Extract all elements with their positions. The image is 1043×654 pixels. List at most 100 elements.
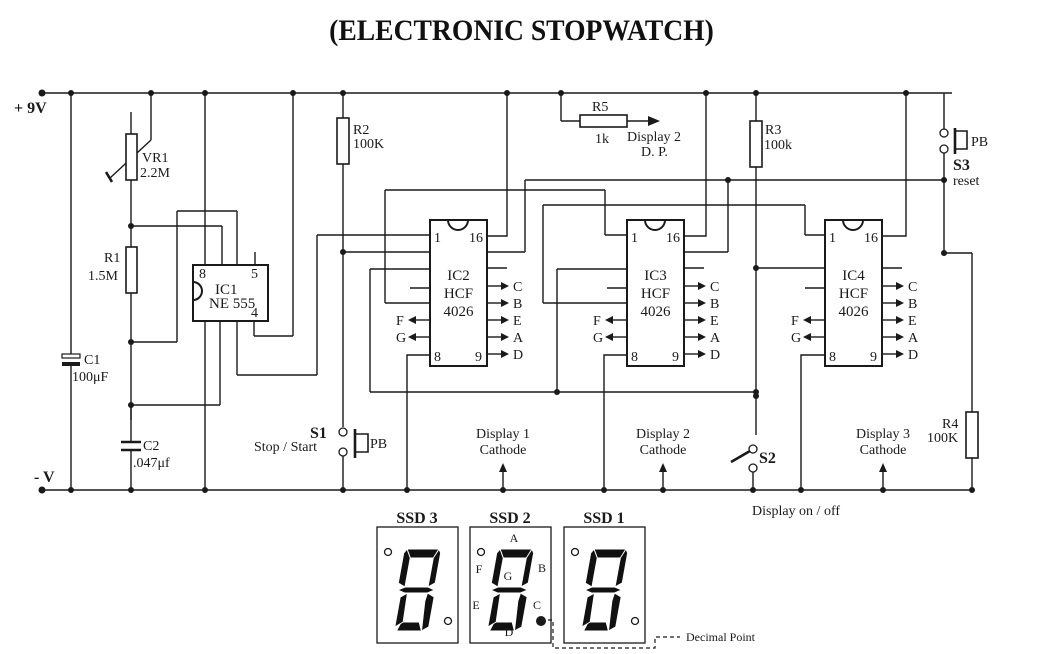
vr1-ref: VR1 [142,151,168,166]
s1-type: PB [370,437,387,452]
s2-ref: S2 [759,450,776,467]
c2-ref: C2 [143,439,159,454]
segment [582,621,610,632]
segment [583,586,623,594]
output-label-g: G [791,331,801,346]
output-arrow [698,350,706,358]
ic1-part: NE 555 [209,296,255,312]
display-cathode-label: Display 1 [476,427,530,442]
output-label-c: C [908,280,917,295]
switch-s2[interactable] [730,444,758,493]
output-arrow [408,333,416,341]
s1-ref: S1 [310,425,327,442]
negative-rail-label: - V [34,469,55,486]
segment [427,547,442,588]
segment [420,592,435,632]
r5-ref: R5 [592,100,608,115]
output-label-g: G [593,331,603,346]
pin-number: 8 [829,350,836,365]
ic1-ne555 [131,90,430,493]
decimal-point-label: Decimal Point [686,630,756,644]
c1-ref: C1 [84,353,100,368]
pin-number: 8 [434,350,441,365]
display-name: SSD 3 [396,510,437,527]
s3-ref: S3 [953,157,970,174]
output-arrow [501,350,509,358]
segment [489,586,529,594]
r3-ref: R3 [765,123,781,138]
output-arrow [501,333,509,341]
display-cathode-label: Cathode [480,443,527,458]
segment-label-g: G [504,569,513,583]
output-arrow [803,333,811,341]
r4-ref: R4 [942,417,958,432]
resistor-r2 [336,90,430,427]
display-name: SSD 1 [583,510,624,527]
output-label-d: D [710,348,720,363]
ic-part: 4026 [839,304,870,320]
capacitor-c1 [61,90,81,493]
ic-part: 4026 [444,304,475,320]
r2-ref: R2 [353,123,369,138]
s2-label: Display on / off [752,504,840,519]
ic1-pin-8: 8 [199,267,206,282]
output-label-b: B [513,297,522,312]
r3-value: 100k [764,138,792,153]
output-arrow [501,316,509,324]
ic-family: HCF [839,286,868,302]
segment-label-f: F [476,562,483,576]
output-arrow [698,316,706,324]
segment [490,548,504,588]
positive-rail-label: + 9V [14,100,47,117]
segment [395,621,423,632]
display-cathode-label: Display 2 [636,427,690,442]
switch-s1[interactable] [338,427,369,493]
r5-target-line2: D. P. [641,145,668,160]
segment [614,547,629,588]
pin-number: 9 [475,350,482,365]
ic-family: HCF [444,286,473,302]
r2-value: 100K [353,137,384,152]
c2-value: .047μf [133,456,170,471]
output-arrow [896,350,904,358]
pin-number: 1 [434,231,441,246]
output-label-b: B [908,297,917,312]
output-arrow [896,299,904,307]
output-arrow [408,316,416,324]
segment [584,548,598,588]
pin-number: 9 [672,350,679,365]
output-arrow [896,333,904,341]
output-label-f: F [791,314,799,329]
output-label-c: C [513,280,522,295]
segment-label-b: B [538,561,546,575]
output-arrow [698,282,706,290]
ic-ref: IC3 [644,268,667,284]
output-label-f: F [396,314,404,329]
pin-number: 8 [631,350,638,365]
output-arrow [605,333,613,341]
ic-part: 4026 [641,304,672,320]
segment-label-c: C [533,598,541,612]
pin-number: 16 [469,231,483,246]
pin-number: 16 [864,231,878,246]
resistor-r1 [125,223,138,420]
output-label-d: D [908,348,918,363]
segment [607,592,622,632]
output-arrow [803,316,811,324]
segment-label-e: E [472,598,479,612]
output-label-c: C [710,280,719,295]
ic-ref: IC2 [447,268,470,284]
output-label-a: A [908,331,919,346]
display-cathode-label: Cathode [860,443,907,458]
switch-s3[interactable] [939,93,968,256]
pin-number: 9 [870,350,877,365]
segment [488,621,516,632]
r1-ref: R1 [104,251,120,266]
display-cathode-label: Display 3 [856,427,910,442]
ic1-pin-4: 4 [251,306,258,321]
